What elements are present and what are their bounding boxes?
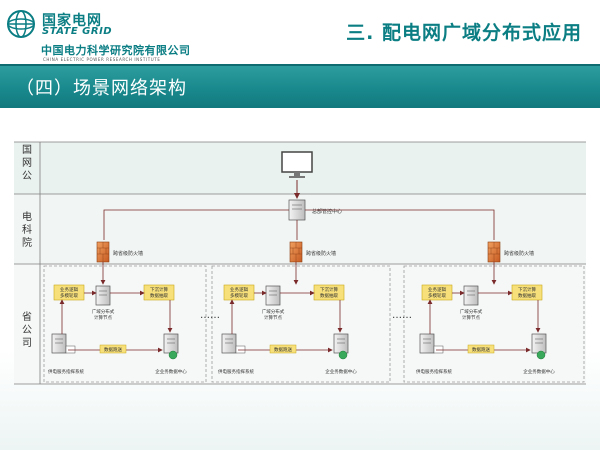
ellipsis-2: …… (392, 310, 412, 321)
data-push-box (269, 344, 297, 354)
compute-box-line-1: 下沉计算 (320, 286, 338, 293)
firewall-label-1: 跨省级防火墙 (113, 250, 143, 257)
logic-box-line-1: 业务逻辑 (60, 286, 78, 293)
service-system-label: 供电服务指挥系统 (416, 368, 452, 375)
service-system-label: 供电服务指挥系统 (48, 368, 84, 375)
hq-connections (103, 209, 495, 240)
data-push-label: 数据跑送 (104, 346, 122, 353)
logo-english: STATE GRID (42, 26, 113, 37)
service-system-server-icon (51, 333, 67, 354)
database-globe-icon (338, 350, 348, 360)
org-name-english: CHINA ELECTRIC POWER RESEARCH INSTITUTE (43, 57, 161, 62)
data-center-label: 企业务数据中心 (523, 368, 555, 375)
compute-node-server-icon (95, 285, 111, 306)
database-globe-icon (536, 350, 546, 360)
firewall-icon (96, 241, 110, 263)
logo-chinese: 国家电网 (42, 13, 102, 29)
compute-node-label-1: 广域分布式 (262, 308, 285, 315)
data-center-server-icon (531, 333, 547, 354)
data-push-box (467, 344, 495, 354)
compute-node-label-1: 广域分布式 (460, 308, 483, 315)
compute-box-line-2: 数据抽取 (518, 292, 536, 299)
state-grid-logo-icon (7, 10, 35, 38)
lane-label-province: 省公司 (22, 310, 32, 349)
province-group-2 (211, 265, 391, 383)
compute-node-label-1: 广域分布式 (92, 308, 115, 315)
lane-label-institute: 电科院 (22, 210, 32, 249)
header-logo: 国家电网 STATE GRID 中国电力科学研究院有限公司 CHINA ELEC… (6, 5, 266, 62)
logic-box-line-1: 业务逻辑 (230, 286, 248, 293)
compute-box-line-2: 数据抽取 (320, 292, 338, 299)
firewall-icon (289, 241, 303, 263)
lane-province-bg (14, 264, 586, 384)
province-nodes: 业务逻辑多模轮取下沉计算数据抽取广域分布式计算节点供电服务指挥系统企业务数据中心… (48, 284, 555, 375)
logic-box (223, 284, 255, 301)
firewall-label-2: 跨省级防火墙 (306, 250, 336, 257)
service-system-server-icon (419, 333, 435, 354)
database-globe-icon (168, 350, 178, 360)
compute-node-server-icon (463, 285, 479, 306)
data-center-label: 企业务数据中心 (325, 368, 357, 375)
compute-box-line-1: 下沉计算 (150, 286, 168, 293)
data-center-server-icon (333, 333, 349, 354)
data-center-label: 企业务数据中心 (155, 368, 187, 375)
logic-box (53, 284, 85, 301)
province-group-1 (43, 265, 207, 383)
compute-node-label-2: 计算节点 (94, 314, 112, 321)
org-name-chinese: 中国电力科学研究院有限公司 (41, 44, 191, 57)
slide-title: 三. 配电网广域分布式应用 (346, 22, 582, 44)
section-banner: （四）场景网络架构 (0, 64, 600, 108)
workstation-icon (65, 345, 76, 354)
logic-box-line-2: 多模轮取 (230, 292, 248, 299)
firewall-icon (487, 241, 501, 263)
logic-box-line-2: 多模轮取 (428, 292, 446, 299)
workstation-icon (235, 345, 246, 354)
compute-node-label-2: 计算节点 (264, 314, 282, 321)
firewall-label-3: 跨省级防火墙 (504, 250, 534, 257)
data-push-label: 数据跑送 (274, 346, 292, 353)
service-system-label: 供电服务指挥系统 (218, 368, 254, 375)
ellipsis-1: …… (200, 310, 220, 321)
data-push-box (99, 344, 127, 354)
section-title: （四）场景网络架构 (16, 78, 187, 99)
logic-box (421, 284, 453, 301)
hq-server-icon (288, 199, 306, 221)
compute-box-line-2: 数据抽取 (150, 292, 168, 299)
compute-node-server-icon (265, 285, 281, 306)
compute-node-label-2: 计算节点 (462, 314, 480, 321)
compute-box-line-1: 下沉计算 (518, 286, 536, 293)
hq-node-label: 总部管控中心 (312, 208, 342, 215)
logic-box-line-2: 多模轮取 (60, 292, 78, 299)
lane-label-hq: 国网公 (22, 144, 32, 182)
firewall-to-node-links (100, 262, 497, 285)
logic-box-line-1: 业务逻辑 (428, 286, 446, 293)
workstation-icon (433, 345, 444, 354)
data-push-label: 数据跑送 (472, 346, 490, 353)
monitor-icon (281, 151, 313, 178)
service-system-server-icon (221, 333, 237, 354)
data-center-server-icon (163, 333, 179, 354)
